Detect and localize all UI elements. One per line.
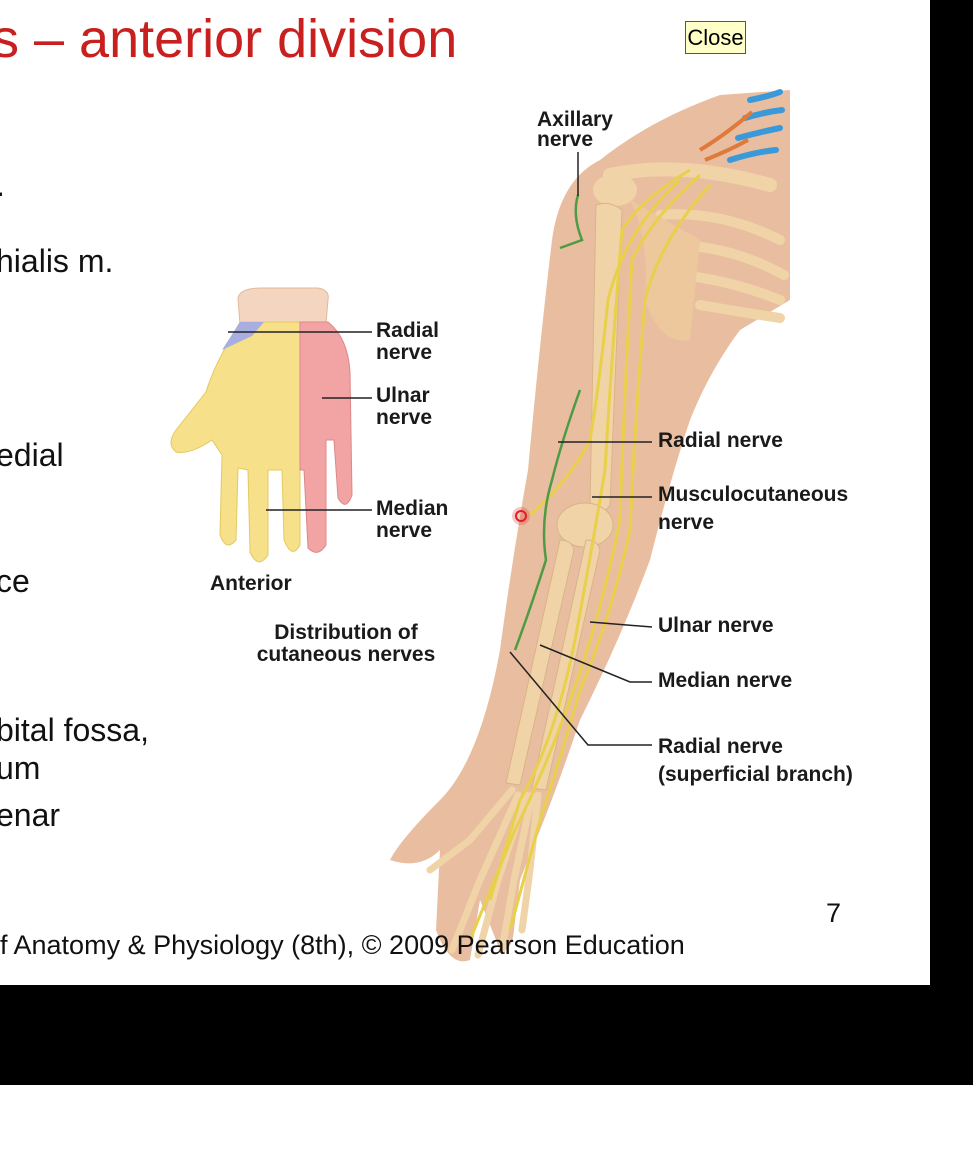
- radius: [505, 539, 575, 786]
- bullet-text-3: edial: [0, 437, 64, 473]
- letterbox-bottom: [0, 985, 973, 1085]
- label-distribution-line1: Distribution of: [274, 621, 418, 644]
- bullet-text-7: enar: [0, 797, 61, 833]
- label-axillary-line2: nerve: [537, 128, 594, 151]
- label-radial-superficial-line1: Radial nerve: [658, 735, 783, 758]
- label-musculocutaneous-line1: Musculocutaneous: [658, 483, 849, 506]
- letterbox-right: [930, 0, 973, 1085]
- label-hand-ulnar-line1: Ulnar: [376, 384, 430, 407]
- bullet-text-5: bital fossa,: [0, 712, 149, 748]
- label-hand-median-line2: nerve: [376, 519, 433, 542]
- label-hand-radial-line2: nerve: [376, 341, 433, 364]
- label-axillary-nerve: Axillary nerve: [537, 108, 613, 152]
- label-radial-nerve: Radial nerve: [658, 429, 783, 452]
- label-anterior: Anterior: [210, 572, 292, 595]
- arm-figure: [390, 89, 790, 962]
- nerves: [468, 168, 712, 941]
- plexus-orange: [698, 110, 754, 162]
- bullet-text-4: ce: [0, 563, 30, 599]
- label-hand-median-line1: Median: [376, 497, 449, 520]
- label-axillary-line1: Axillary: [537, 108, 613, 131]
- median-zone: [170, 321, 301, 563]
- slide: s – anterior division . hialis m. edial …: [0, 9, 853, 962]
- leader-lines: [509, 152, 653, 746]
- pointer-halo: [512, 507, 530, 525]
- label-distribution: Distribution of cutaneous nerves: [238, 621, 454, 667]
- close-button[interactable]: Close: [685, 21, 746, 54]
- label-distribution-line2: cutaneous nerves: [256, 643, 436, 666]
- citation-footer: f Anatomy & Physiology (8th), © 2009 Pea…: [0, 930, 685, 960]
- ulnar-zone: [299, 321, 353, 553]
- label-median-nerve: Median nerve: [658, 669, 793, 692]
- page-number: 7: [826, 898, 842, 928]
- label-ulnar-nerve: Ulnar nerve: [658, 614, 774, 637]
- bullet-text-2: hialis m.: [0, 243, 114, 279]
- radial-zone: [222, 322, 264, 350]
- label-radial-superficial-branch: Radial nerve (superficial branch): [658, 735, 853, 787]
- label-hand-radial-line1: Radial: [376, 319, 440, 342]
- bullet-text-1: .: [0, 167, 5, 203]
- label-hand-ulnar-nerve: Ulnar nerve: [376, 384, 432, 430]
- pointer-dot: [515, 510, 527, 522]
- label-hand-ulnar-line2: nerve: [376, 406, 433, 429]
- label-radial-superficial-line2: (superficial branch): [658, 763, 853, 786]
- label-hand-radial-nerve: Radial nerve: [376, 319, 439, 365]
- hand-figure: [170, 287, 372, 563]
- label-hand-median-nerve: Median nerve: [376, 497, 448, 543]
- clavicle: [603, 162, 777, 192]
- bullet-text-6: um: [0, 750, 41, 786]
- label-musculocutaneous-nerve: Musculocutaneous nerve: [658, 483, 848, 535]
- green-nerves: [513, 194, 584, 651]
- slide-title: s – anterior division: [0, 9, 458, 69]
- label-musculocutaneous-line2: nerve: [658, 511, 715, 534]
- arm-nerve-illustration: [170, 89, 790, 962]
